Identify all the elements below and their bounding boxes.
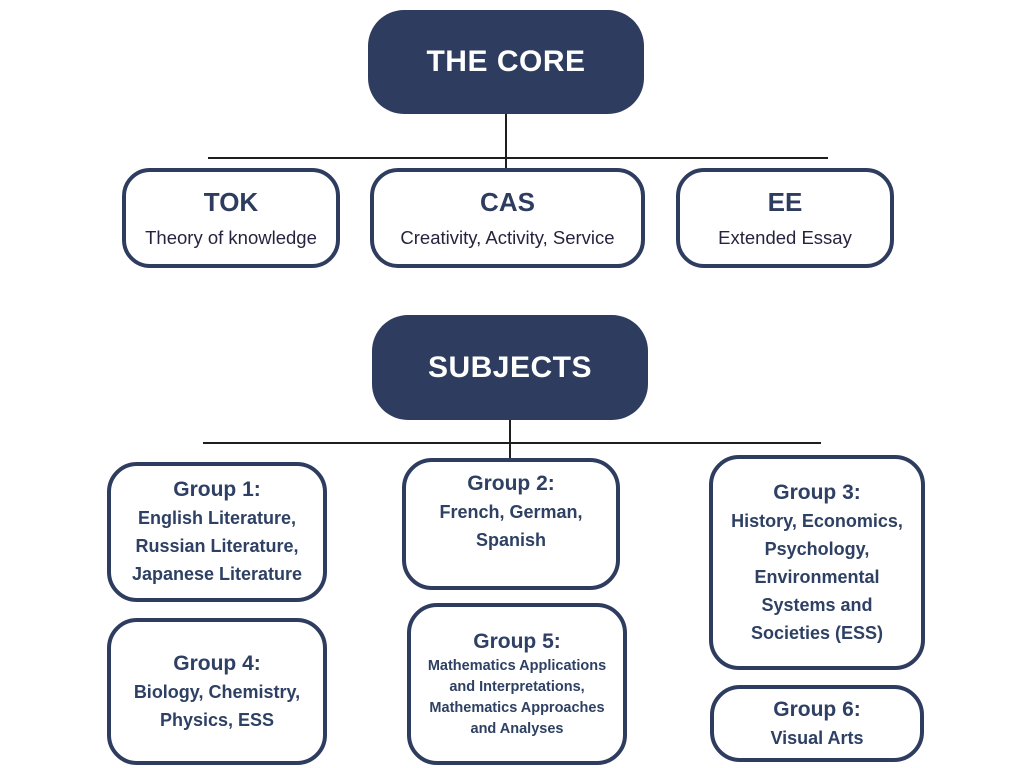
core-title: THE CORE <box>426 45 586 78</box>
group-3-line: Environmental <box>754 566 880 587</box>
group-3-line: History, Economics, <box>731 510 903 531</box>
group-6-title: Group 6: <box>773 697 861 721</box>
group-3-box: Group 3: History, Economics, Psychology,… <box>709 455 925 670</box>
group-6-line: Visual Arts <box>770 727 864 748</box>
cas-box: CAS Creativity, Activity, Service <box>370 168 645 268</box>
group-2-line: French, German, <box>439 502 583 522</box>
group-3-line: Societies (ESS) <box>750 622 884 643</box>
subjects-vertical-connector <box>509 420 511 458</box>
tok-full-name: Theory of knowledge <box>145 226 317 248</box>
subjects-header-box: SUBJECTS <box>372 315 648 420</box>
ee-box: EE Extended Essay <box>676 168 894 268</box>
group-3-title: Group 3: <box>773 480 861 504</box>
group-1-box: Group 1: English Literature, Russian Lit… <box>107 462 327 602</box>
group-5-line: Mathematics Approaches <box>429 700 605 716</box>
subjects-title: SUBJECTS <box>427 350 593 384</box>
group-4-box: Group 4: Biology, Chemistry, Physics, ES… <box>107 618 327 765</box>
ee-abbreviation: EE <box>767 187 803 218</box>
group-5-box: Group 5: Mathematics Applications and In… <box>407 603 627 765</box>
group-2-box: Group 2: French, German, Spanish <box>402 458 620 590</box>
group-4-title: Group 4: <box>173 651 261 675</box>
group-4-line: Biology, Chemistry, <box>133 681 301 702</box>
core-vertical-connector <box>505 114 507 169</box>
tok-box: TOK Theory of knowledge <box>122 168 340 268</box>
group-1-line: Russian Literature, <box>135 536 299 556</box>
group-3-line: Systems and <box>761 594 873 615</box>
core-header-box: THE CORE <box>368 10 644 114</box>
group-5-line: Mathematics Applications <box>427 658 607 674</box>
subjects-horizontal-connector <box>203 442 821 444</box>
cas-abbreviation: CAS <box>480 187 535 218</box>
group-2-line: Spanish <box>475 530 546 550</box>
group-4-line: Physics, ESS <box>159 709 275 730</box>
core-horizontal-connector <box>208 157 828 159</box>
group-5-line: and Interpretations, <box>449 679 585 695</box>
group-6-box: Group 6: Visual Arts <box>710 685 924 762</box>
ee-full-name: Extended Essay <box>718 226 852 248</box>
group-1-line: English Literature, <box>137 508 297 528</box>
group-5-line: and Analyses <box>470 721 564 737</box>
tok-abbreviation: TOK <box>203 187 259 218</box>
group-5-title: Group 5: <box>473 630 561 653</box>
cas-full-name: Creativity, Activity, Service <box>400 226 615 248</box>
group-3-line: Psychology, <box>764 538 870 559</box>
group-2-title: Group 2: <box>467 472 555 495</box>
group-1-title: Group 1: <box>173 478 261 501</box>
group-1-line: Japanese Literature <box>131 564 303 584</box>
